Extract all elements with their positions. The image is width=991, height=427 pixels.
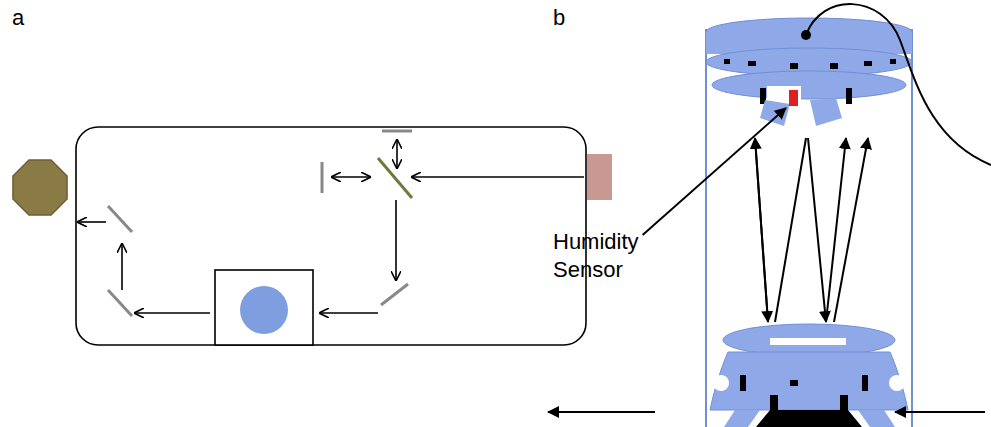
callout-label: Humidity Sensor: [553, 228, 661, 283]
panel-a-optics: [13, 127, 612, 345]
panel-b-sensor: [548, 4, 991, 427]
panel-label: b: [553, 4, 565, 32]
leader-line: [643, 108, 786, 235]
panel-label: a: [12, 4, 24, 32]
